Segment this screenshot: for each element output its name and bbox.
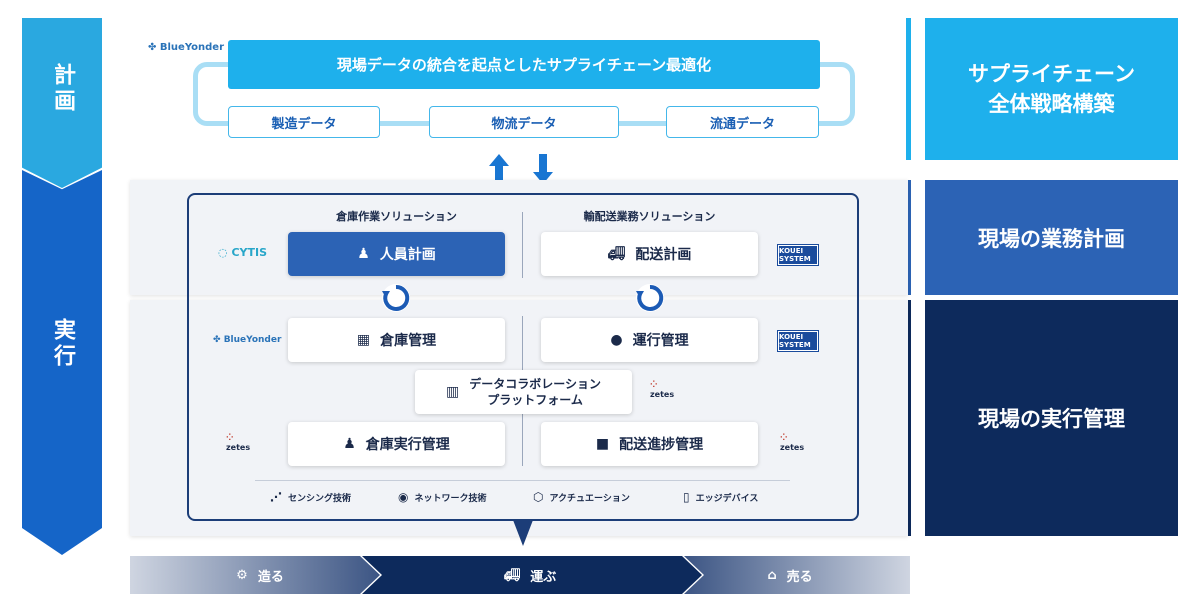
zetes-logo-delivery: ⁘ zetes <box>780 433 804 452</box>
tech-edge: ▯ エッジデバイス <box>683 490 758 504</box>
delivery-progress-button[interactable]: ■ 配送進捗管理 <box>541 422 758 466</box>
plan-phase-bar <box>22 18 102 188</box>
operation-management-button[interactable]: ● 運行管理 <box>541 318 758 362</box>
kouei-logo-plan: KOUEI SYSTEM <box>777 244 819 266</box>
smartphone-icon: ▯ <box>683 490 690 504</box>
tech-actuation: ⬡ アクチュエーション <box>533 490 630 504</box>
blueyonder-logo-top: ✤ BlueYonder <box>148 42 224 53</box>
person-icon: ♟ <box>343 436 356 452</box>
zetes-mark-icon: ⁘ <box>780 433 788 443</box>
execution-box: 現場の実行管理 <box>925 300 1178 536</box>
tech-edge-label: エッジデバイス <box>695 493 759 504</box>
warehouse-icon: ▦ <box>356 332 371 348</box>
delivery-progress-label: 配送進捗管理 <box>619 437 704 453</box>
plan-label: 計画 <box>22 63 102 115</box>
blueyonder-logo-text: BlueYonder <box>159 42 225 53</box>
planning-box: 現場の業務計画 <box>925 180 1178 295</box>
column-divider-top <box>522 212 523 278</box>
chart-icon: ▥ <box>446 384 460 400</box>
cytis-mark-icon: ◌ <box>218 246 232 259</box>
zetes-mark-icon: ⁘ <box>650 380 658 390</box>
zetes-mark-icon: ⁘ <box>226 433 234 443</box>
platform-label-line1: データコラボレーション <box>469 377 601 391</box>
flow-step-sell <box>684 556 910 594</box>
warehouse-management-button[interactable]: ▦ 倉庫管理 <box>288 318 505 362</box>
flow-make: ⚙ 造る <box>210 556 310 594</box>
flow-step-make <box>130 556 380 594</box>
warehouse-execution-label: 倉庫実行管理 <box>365 437 450 453</box>
zetes-logo-warehouse: ⁘ zetes <box>226 433 250 452</box>
flow-carry-label: 運ぶ <box>530 569 557 585</box>
warehouse-management-label: 倉庫管理 <box>380 333 437 349</box>
warehouse-execution-button[interactable]: ♟ 倉庫実行管理 <box>288 422 505 466</box>
logistics-data-chip: 物流データ <box>429 106 619 138</box>
platform-label-line2: プラットフォーム <box>487 393 583 407</box>
exec-label: 実行 <box>22 318 102 370</box>
planning-band <box>130 180 908 295</box>
sync-arrows <box>489 154 553 184</box>
staff-planning-label: 人員計画 <box>379 247 436 263</box>
person-icon: ♟ <box>357 246 370 262</box>
platform-label: データコラボレーション プラットフォーム <box>469 376 601 408</box>
pointer-triangle <box>513 520 533 546</box>
flow-carry: 🚚︎ 運ぶ <box>480 556 580 594</box>
cytis-logo: ◌ CYTIS <box>218 246 267 259</box>
blueyonder-logo-mgmt: ✤ BlueYonder <box>213 335 281 345</box>
strategy-divider <box>906 18 911 160</box>
zetes-logo-platform: ⁘ zetes <box>650 380 674 399</box>
blueyonder-mgmt-text: BlueYonder <box>223 335 282 345</box>
cytis-logo-text: CYTIS <box>231 246 267 259</box>
blueyonder-mark-icon: ✤ <box>213 335 224 345</box>
flow-sell-label: 売る <box>786 569 813 585</box>
antenna-icon: ◉ <box>398 490 409 504</box>
exec-phase-bar <box>22 170 102 555</box>
cycle-icon-delivery <box>636 284 664 312</box>
tech-sensing: ⋰ センシング技術 <box>270 490 351 504</box>
tech-actuation-label: アクチュエーション <box>549 493 630 504</box>
store-icon: ⌂ <box>767 567 777 583</box>
tech-network: ◉ ネットワーク技術 <box>398 490 487 504</box>
exec-label-text: 実行 <box>50 318 75 370</box>
location-pin-icon: ● <box>610 332 623 348</box>
truck-icon: 🚚︎ <box>607 246 626 262</box>
flow-step-carry <box>362 556 702 594</box>
data-platform-button[interactable]: ▥ データコラボレーション プラットフォーム <box>415 370 632 414</box>
tech-separator <box>255 480 790 481</box>
package-icon: ■ <box>595 436 610 452</box>
factory-icon: ⚙ <box>236 567 248 583</box>
box-icon: ⬡ <box>533 490 544 504</box>
kouei-logo-mgmt: KOUEI SYSTEM <box>777 330 819 352</box>
execution-divider <box>906 300 911 536</box>
zetes-platform-text: zetes <box>650 390 675 399</box>
manufacturing-data-chip: 製造データ <box>228 106 380 138</box>
delivery-heading: 輸配送業務ソリューション <box>583 210 716 223</box>
delivery-planning-label: 配送計画 <box>635 247 692 263</box>
tech-network-label: ネットワーク技術 <box>414 493 487 504</box>
blueyonder-mark-icon: ✤ <box>148 42 160 53</box>
zetes-warehouse-text: zetes <box>226 443 251 452</box>
up-arrow-icon <box>489 154 509 184</box>
delivery-planning-button[interactable]: 🚚︎ 配送計画 <box>541 232 758 276</box>
flow-arrows <box>130 556 910 594</box>
staff-planning-button[interactable]: ♟ 人員計画 <box>288 232 505 276</box>
flow-sell: ⌂ 売る <box>740 556 840 594</box>
planning-divider <box>906 180 911 295</box>
sensing-icon: ⋰ <box>270 490 282 504</box>
strategy-box: サプライチェーン 全体戦略構築 <box>925 18 1178 160</box>
top-title: 現場データの統合を起点としたサプライチェーン最適化 <box>228 40 820 89</box>
cycle-icon-warehouse <box>382 284 410 312</box>
tech-sensing-label: センシング技術 <box>288 493 352 504</box>
operation-management-label: 運行管理 <box>632 333 689 349</box>
warehouse-heading: 倉庫作業ソリューション <box>336 210 457 223</box>
plan-label-text: 計画 <box>50 63 75 115</box>
flow-make-label: 造る <box>257 569 284 585</box>
truck-icon: 🚚︎ <box>503 567 521 583</box>
down-arrow-icon <box>533 154 553 184</box>
zetes-delivery-text: zetes <box>780 443 805 452</box>
distribution-data-chip: 流通データ <box>666 106 819 138</box>
